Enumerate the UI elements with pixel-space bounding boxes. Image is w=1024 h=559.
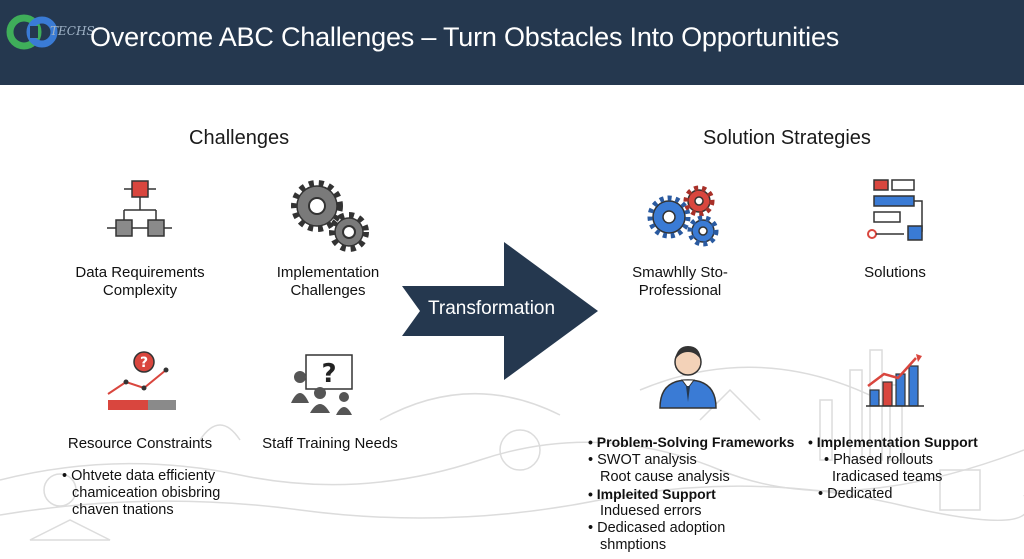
solutions-title: Solution Strategies [703, 127, 871, 149]
solution-label-line: Smawhlly Sto- [632, 264, 728, 281]
solution-label-line: Professional [638, 282, 722, 299]
svg-text:?: ? [321, 359, 336, 389]
challenge-label-implementation: Implementation Challenges [258, 264, 398, 300]
challenge-label-data-requirements: Data Requirements Complexity [70, 264, 210, 300]
solution-label-solutions: Solutions [864, 264, 926, 281]
classroom-question-icon: ? [291, 354, 353, 415]
trend-question-icon: ? [107, 351, 176, 410]
solution-left-item-4: • Impleited Support [588, 486, 716, 502]
challenge-label-resource: Resource Constraints [67, 435, 213, 452]
solution-right-item-4: • Dedicated [818, 486, 893, 502]
challenge-bullet-3: chaven tnations [72, 502, 174, 518]
gears-icon [291, 180, 369, 252]
solution-label-professional: Smawhlly Sto- Professional [610, 264, 750, 300]
solution-left-item-2: • SWOT analysis [588, 452, 697, 468]
company-logo [6, 14, 58, 50]
challenge-label-training: Staff Training Needs [262, 435, 398, 452]
transformation-arrow [402, 242, 598, 380]
professional-person-icon [659, 346, 717, 409]
transformation-label: Transformation [428, 298, 556, 319]
solution-right-item-2: • Phased rollouts [824, 452, 934, 468]
solution-right-item-1: • Implementation Support [808, 434, 978, 450]
colored-gears-icon [647, 185, 719, 247]
page-title: Overcome ABC Challenges – Turn Obstacles… [90, 22, 840, 52]
solution-left-item-1: • Problem-Solving Frameworks [588, 434, 795, 450]
flowchart-icon [107, 180, 172, 237]
challenge-label-line: Data Requirements [75, 264, 205, 281]
growth-chart-icon [866, 354, 924, 407]
process-diagram-icon [867, 179, 923, 241]
solution-left-item-6: • Dedicased adoption [588, 520, 726, 536]
challenge-label-line: Complexity [102, 282, 178, 299]
background-sketch [0, 349, 1024, 541]
challenges-title: Challenges [189, 127, 290, 149]
svg-text:?: ? [140, 355, 148, 371]
challenge-bullet-1: • Ohtvete data efficienty [62, 468, 216, 484]
solution-left-item-5: Induesed errors [600, 503, 702, 519]
logo-text: TECHS [50, 24, 95, 38]
challenge-label-line: Implementation [276, 264, 380, 281]
challenge-label-line: Challenges [290, 282, 366, 299]
solution-left-item-7: shmptions [600, 537, 667, 553]
header-bar: TECHS Overcome ABC Challenges – Turn Obs… [0, 0, 1024, 85]
challenge-bullet-2: chamiceation obisbring [72, 485, 221, 501]
solution-right-item-3: Iradicased teams [832, 469, 943, 485]
solution-left-item-3: Root cause analysis [600, 469, 730, 485]
